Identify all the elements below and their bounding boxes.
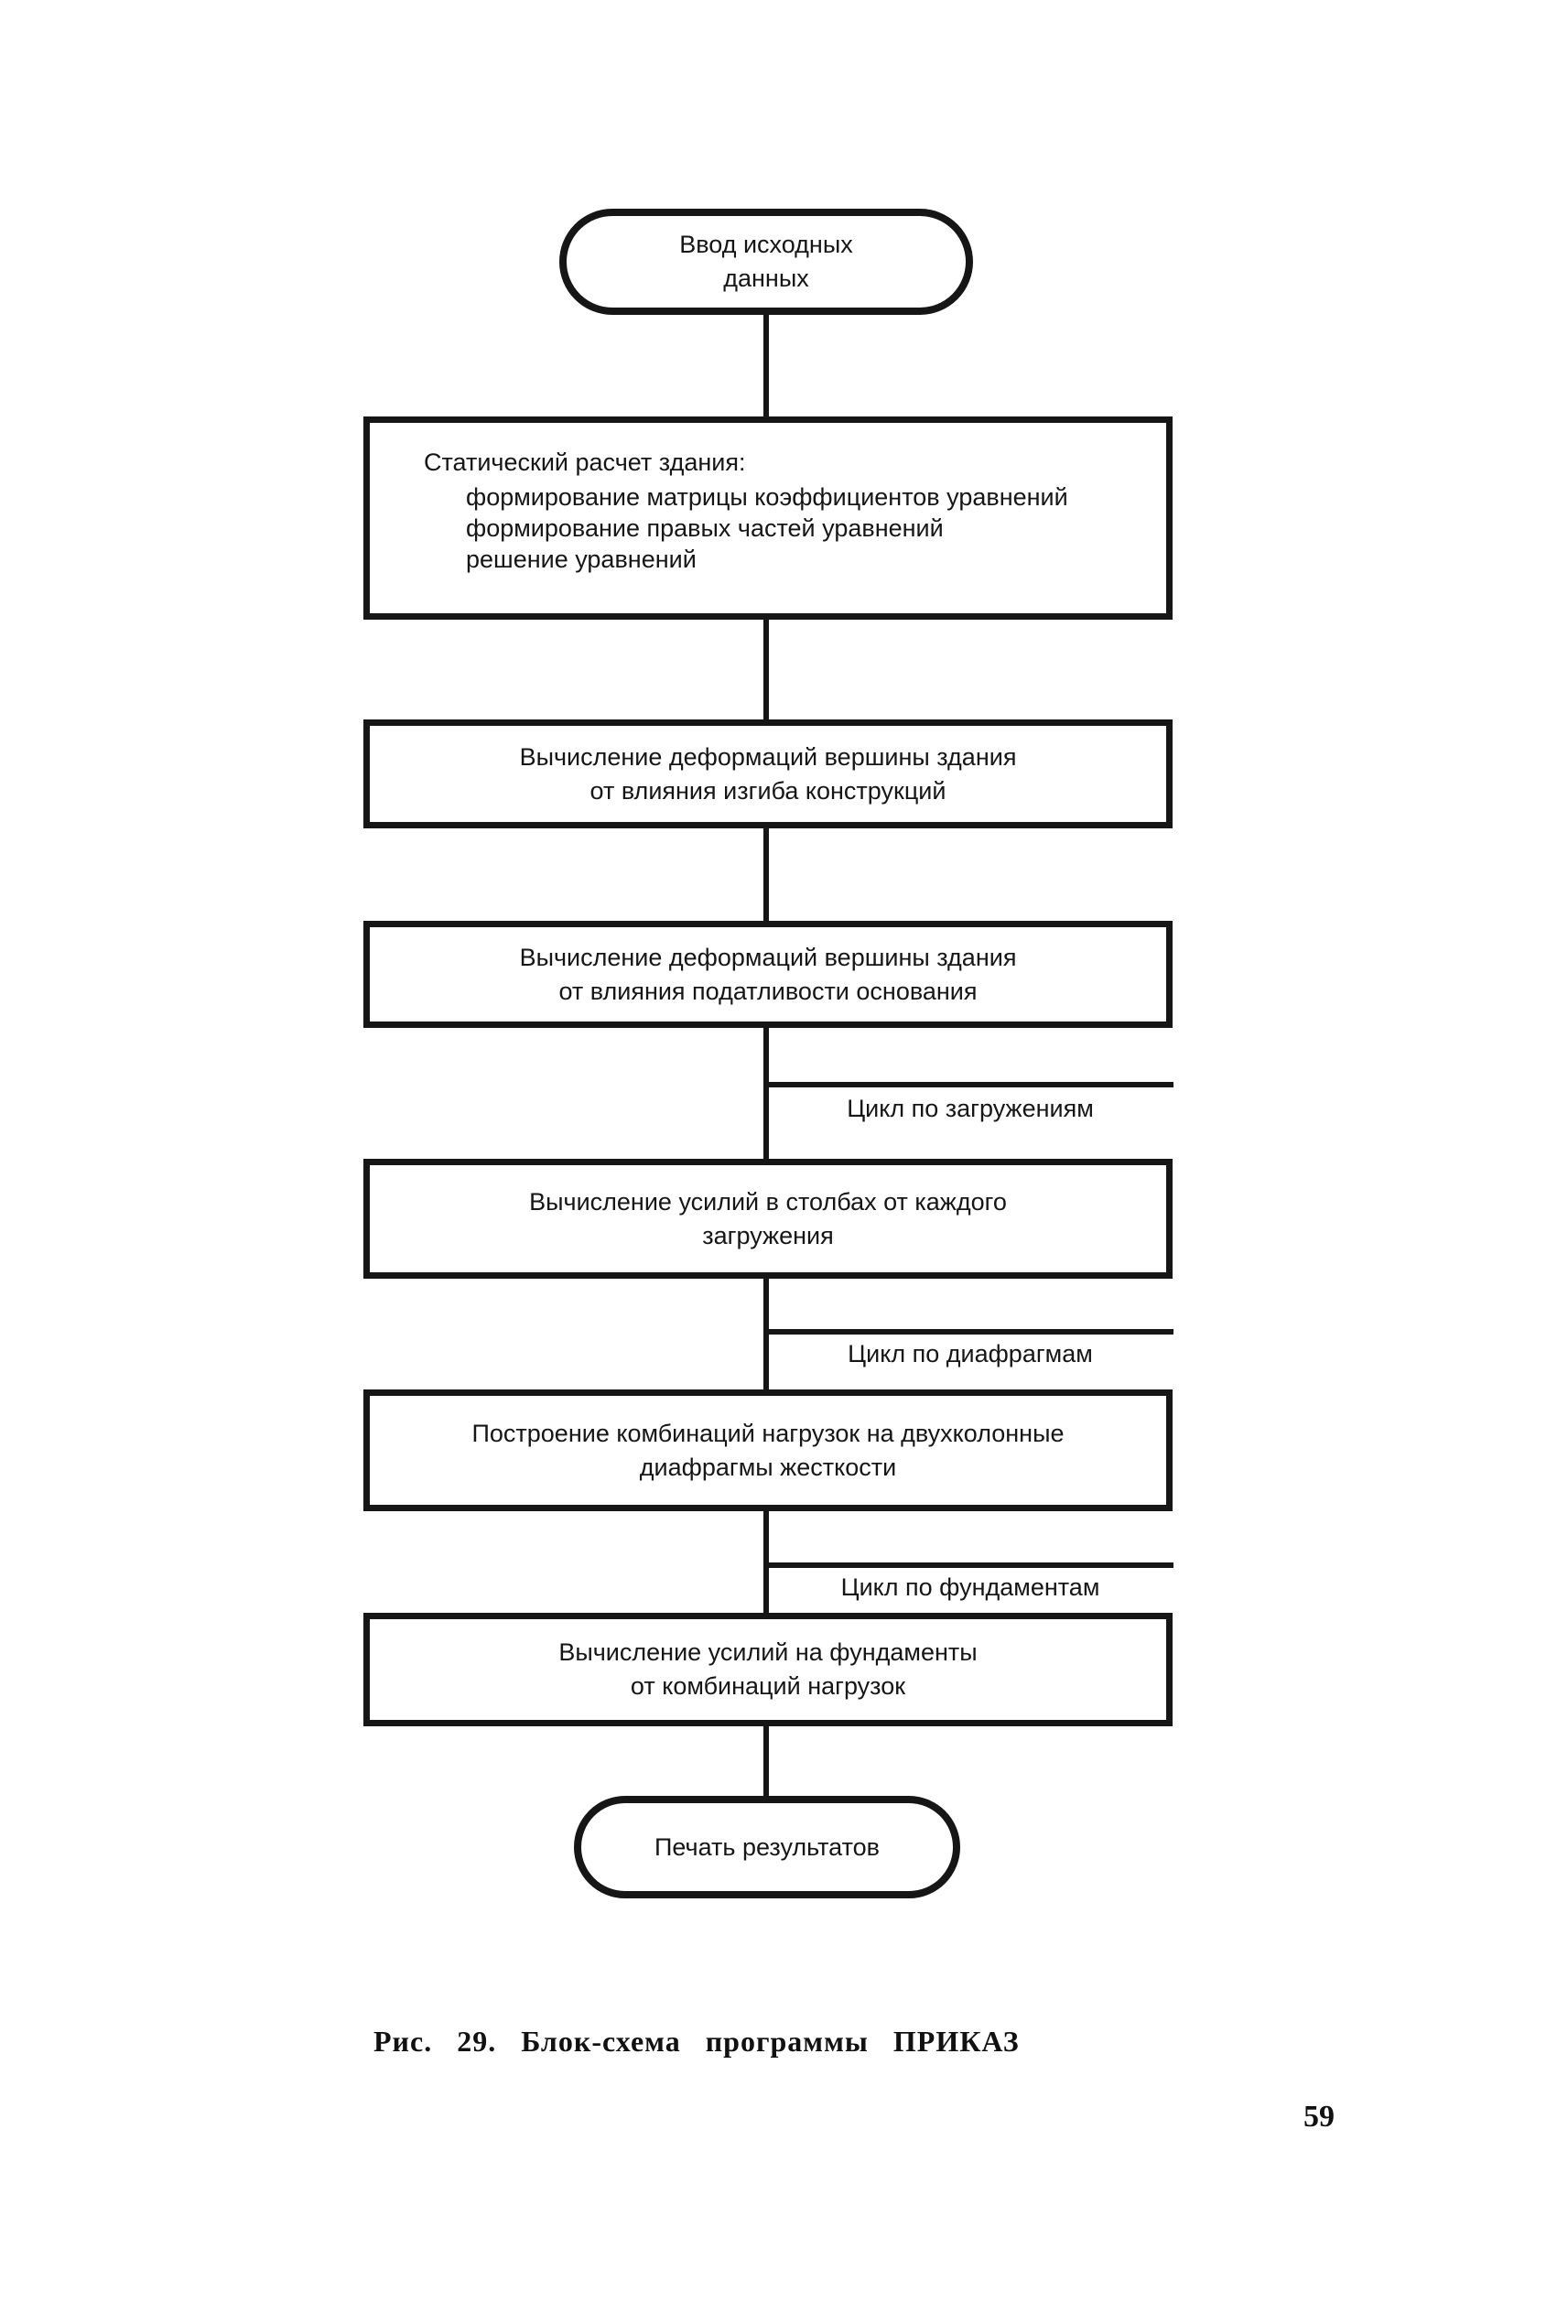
- start-terminator-text-line1: Ввод исходных: [679, 231, 853, 258]
- loop-bracket-line-loadings: [766, 1082, 1173, 1087]
- connector-line: [763, 1721, 769, 1800]
- load-combinations-text-line2: диафрагмы жесткости: [639, 1453, 897, 1481]
- connector-line: [763, 311, 769, 421]
- load-combinations-text-line1: Построение комбинаций нагрузок на двухко…: [471, 1419, 1065, 1447]
- loop-label-loadings: Цикл по загружениям: [847, 1095, 1094, 1122]
- static-calc-item: решение уравнений: [466, 546, 697, 573]
- process-box-load-combinations: Построение комбинаций нагрузок на двухко…: [363, 1389, 1173, 1511]
- column-forces-text-line1: Вычисление усилий в столбах от каждого: [529, 1187, 1007, 1216]
- loop-label-diaphragms: Цикл по диафрагмам: [848, 1340, 1093, 1367]
- bending-deformations-text-line2: от влияния изгиба конструкций: [589, 776, 946, 805]
- figure-caption: Рис. 29. Блок-схема программы ПРИКАЗ: [373, 2025, 1020, 2058]
- end-terminator-text: Печать результатов: [654, 1832, 880, 1861]
- connector-line: [763, 615, 769, 723]
- connector-line: [763, 1023, 769, 1162]
- process-box-bending-deformations: Вычисление деформаций вершины здания от …: [363, 719, 1173, 828]
- loop-bracket-line-foundations: [766, 1562, 1173, 1568]
- base-deformations-text-line1: Вычисление деформаций вершины здания: [519, 943, 1017, 971]
- start-terminator: Ввод исходных данных: [559, 209, 973, 315]
- column-forces-text-line2: загружения: [702, 1221, 834, 1249]
- end-terminator: Печать результатов: [574, 1796, 960, 1898]
- loop-bracket-line-diaphragms: [766, 1329, 1173, 1335]
- process-box-column-forces: Вычисление усилий в столбах от каждого з…: [363, 1159, 1173, 1279]
- foundation-forces-text-line1: Вычисление усилий на фундаменты: [558, 1638, 978, 1666]
- static-calc-item: формирование матрицы коэффициентов уравн…: [466, 483, 1068, 511]
- base-deformations-text-line2: от влияния податливости основания: [558, 977, 978, 1005]
- connector-line: [763, 824, 769, 924]
- loop-label-foundations: Цикл по фундаментам: [840, 1573, 1100, 1601]
- static-calc-item: формирование правых частей уравнений: [466, 514, 944, 542]
- static-calc-title: Статический расчет здания:: [424, 449, 746, 476]
- page-number: 59: [1303, 2100, 1335, 2134]
- foundation-forces-text-line2: от комбинаций нагрузок: [630, 1672, 906, 1700]
- bending-deformations-text-line1: Вычисление деформаций вершины здания: [519, 742, 1017, 771]
- process-box-foundation-forces: Вычисление усилий на фундаменты от комби…: [363, 1613, 1173, 1726]
- process-box-static-calculation: Статический расчет здания: формирование …: [363, 416, 1173, 620]
- process-box-base-deformations: Вычисление деформаций вершины здания от …: [363, 921, 1173, 1028]
- start-terminator-text-line2: данных: [723, 265, 809, 292]
